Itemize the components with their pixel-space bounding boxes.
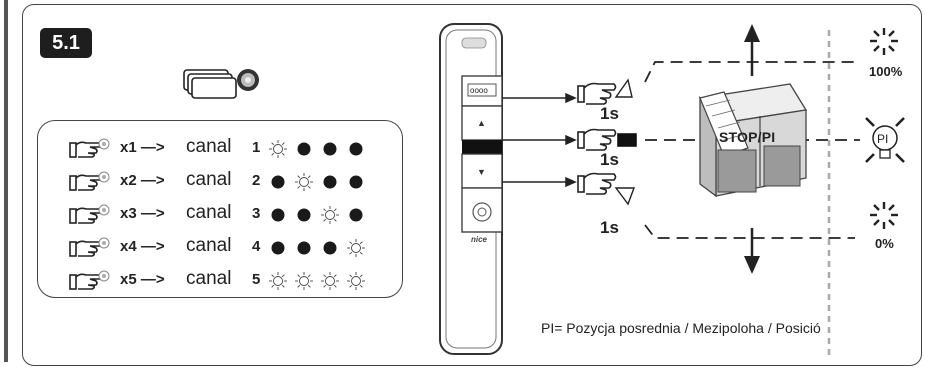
press-time-down: 1s [600, 218, 619, 237]
left-edge-bar [4, 0, 8, 362]
led-on-dot [271, 175, 285, 189]
channel-row: x1 —> canal 1 [38, 133, 404, 163]
level-100-label: 100% [869, 64, 903, 79]
hand-stop-icon [577, 128, 637, 151]
led-on-dot [297, 208, 311, 222]
led-blink-icon [295, 272, 313, 290]
canal-word: canal [186, 202, 232, 223]
led-on-dot [349, 175, 363, 189]
press-count: x1 —> [120, 139, 165, 156]
footnote: PI= Pozycja posrednia / Mezipoloha / Pos… [541, 320, 821, 336]
press-time-stop: 1s [600, 150, 619, 169]
hand-press-icon [69, 237, 110, 257]
channel-list: x1 —> canal 1 x2 —> canal 2 x3 —> canal … [37, 120, 403, 298]
level-0-label: 0% [875, 236, 894, 251]
canal-word: canal [186, 169, 232, 190]
press-count: x3 —> [120, 205, 165, 222]
led-on-dot [323, 142, 337, 156]
channel-row: x4 —> canal 4 [38, 232, 404, 262]
remote-display: oooo [470, 86, 488, 95]
channel-row: x2 —> canal 2 [38, 166, 404, 196]
press-count: x4 —> [120, 238, 165, 255]
led-on-dot [297, 241, 311, 255]
led-indicators [271, 173, 363, 191]
led-indicators [269, 140, 363, 158]
light-bulb-pi-icon [865, 117, 905, 163]
led-indicators [271, 239, 365, 257]
canal-word: canal [186, 268, 232, 289]
led-blink-icon [321, 206, 339, 224]
press-count: x2 —> [120, 172, 165, 189]
figure-frame [22, 4, 922, 366]
canal-number: 5 [252, 271, 261, 288]
led-on-dot [323, 241, 337, 255]
brand-logo: nice [471, 235, 488, 244]
led-on-dot [271, 208, 285, 222]
down-arrow-icon: ▼ [477, 167, 486, 177]
channel-row: x3 —> canal 3 [38, 199, 404, 229]
canal-word: canal [186, 136, 232, 157]
led-indicators [269, 272, 365, 290]
up-motion-arrow [744, 24, 760, 76]
hand-press-icon [69, 204, 110, 224]
pi-bulb-label: PI [877, 132, 888, 146]
stop-pi-label: STOP/PI [719, 129, 776, 145]
press-time-up: 1s [600, 104, 619, 123]
hand-press-icon [69, 270, 110, 290]
led-blink-icon [295, 173, 313, 191]
led-blink-icon [269, 140, 287, 158]
channel-row: x5 —> canal 5 [38, 265, 404, 295]
led-on-dot [323, 175, 337, 189]
led-blink-icon [269, 272, 287, 290]
led-blink-icon [321, 272, 339, 290]
up-arrow-icon: ▲ [477, 118, 486, 128]
hand-up-icon [577, 78, 633, 105]
led-on-dot [271, 241, 285, 255]
led-on-dot [349, 142, 363, 156]
led-blink-icon [347, 272, 365, 290]
step-badge: 5.1 [40, 28, 92, 58]
led-blink-icon [347, 239, 365, 257]
down-motion-arrow [744, 228, 760, 274]
hand-down-icon [577, 172, 636, 206]
shutter-illustration [698, 83, 808, 198]
light-off-icon [870, 202, 898, 229]
led-on-dot [297, 142, 311, 156]
press-count: x5 —> [120, 271, 165, 288]
canal-number: 1 [252, 139, 261, 156]
canal-number: 3 [252, 205, 261, 222]
remote-control [439, 23, 503, 355]
hand-press-icon [69, 171, 110, 191]
led-on-dot [349, 208, 363, 222]
led-indicators [271, 206, 363, 224]
canal-word: canal [186, 235, 232, 256]
multi-press-icon [183, 69, 259, 99]
canal-number: 2 [252, 172, 261, 189]
hand-press-icon [69, 138, 110, 158]
light-full-icon [870, 28, 898, 55]
canal-number: 4 [252, 238, 261, 255]
